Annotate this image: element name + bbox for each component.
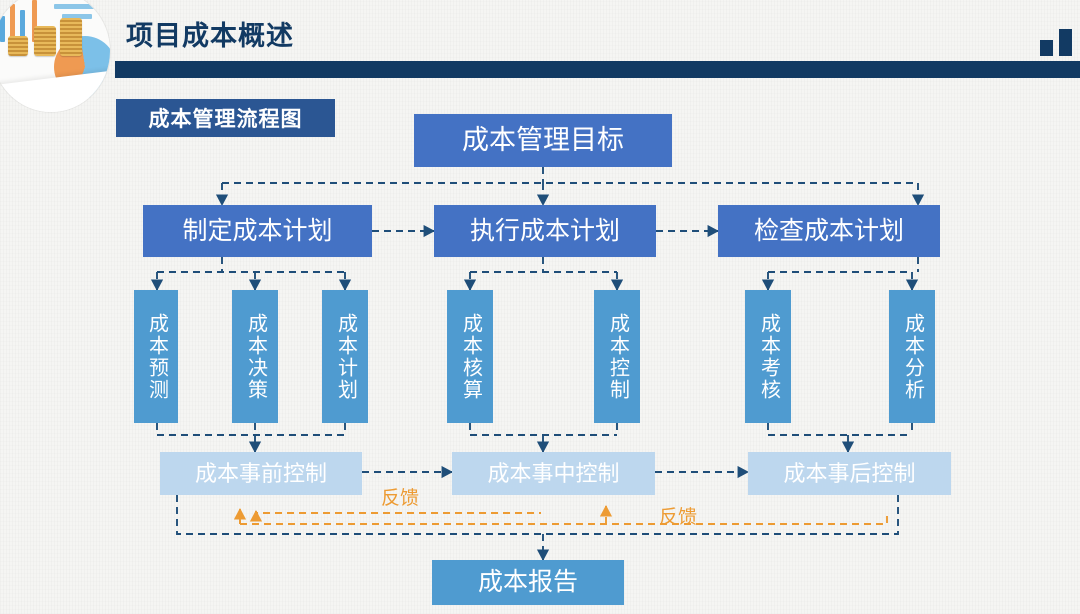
node-output-report[interactable]: 成本报告 <box>432 560 624 605</box>
node-activity-accounting[interactable]: 成本核算 <box>447 290 493 423</box>
photo-coin-stack <box>34 26 56 56</box>
node-root[interactable]: 成本管理目标 <box>414 114 672 167</box>
node-phase-check[interactable]: 检查成本计划 <box>718 205 940 257</box>
node-activity-decision[interactable]: 成本决策 <box>232 290 278 423</box>
feedback-label-right: 反馈 <box>659 507 698 528</box>
node-activity-forecast[interactable]: 成本预测 <box>134 290 178 423</box>
node-control-during[interactable]: 成本事中控制 <box>452 452 655 495</box>
photo-chart-bar <box>10 4 15 42</box>
node-phase-execute[interactable]: 执行成本计划 <box>434 205 656 257</box>
header-square-small-icon <box>1040 40 1053 56</box>
photo-coin-stack <box>8 36 28 56</box>
photo-coin-stack <box>60 18 82 56</box>
node-activity-plan[interactable]: 成本计划 <box>322 290 368 423</box>
header-photo <box>0 0 110 112</box>
feedback-label-left: 反馈 <box>381 488 420 509</box>
photo-chart-bar <box>20 10 25 42</box>
node-activity-assessment[interactable]: 成本考核 <box>745 290 791 423</box>
photo-chart-bar <box>54 4 100 9</box>
page-title: 项目成本概述 <box>126 21 294 51</box>
node-phase-plan[interactable]: 制定成本计划 <box>143 205 372 257</box>
node-activity-control[interactable]: 成本控制 <box>594 290 640 423</box>
header-rule <box>115 61 1080 78</box>
node-control-pre[interactable]: 成本事前控制 <box>160 452 362 495</box>
photo-chart-bar <box>0 16 5 42</box>
node-activity-analysis[interactable]: 成本分析 <box>889 290 935 423</box>
header-square-large-icon <box>1059 29 1072 56</box>
section-tag: 成本管理流程图 <box>116 99 335 137</box>
photo-chart-bar <box>62 14 92 19</box>
node-control-post[interactable]: 成本事后控制 <box>748 452 951 495</box>
photo-chart-bar <box>32 0 37 42</box>
